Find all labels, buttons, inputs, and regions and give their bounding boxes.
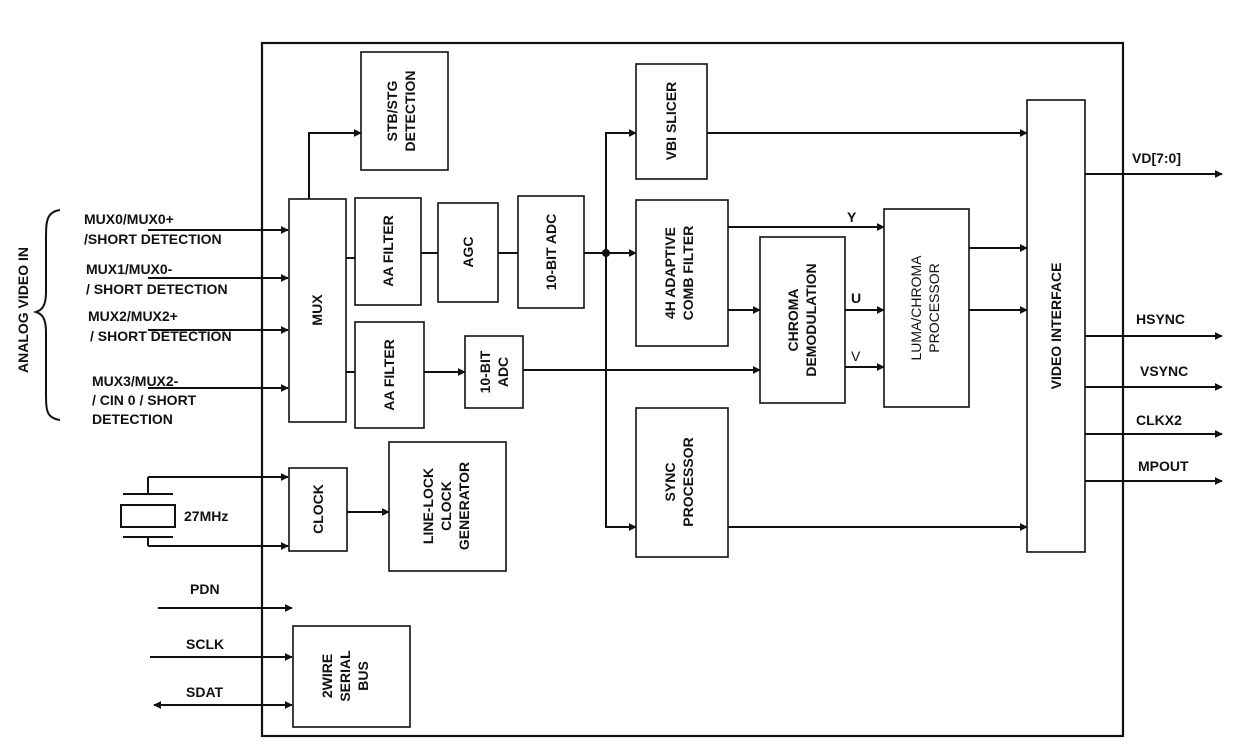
video-interface-block: VIDEO INTERFACE	[1026, 99, 1086, 553]
vd-output-label: VD[7:0]	[1132, 150, 1181, 166]
svg-text:STB/STG: STB/STG	[384, 81, 400, 142]
svg-text:AA FILTER: AA FILTER	[380, 215, 396, 287]
svg-text:DETECTION: DETECTION	[402, 71, 418, 152]
svg-text:10-BIT: 10-BIT	[477, 350, 493, 393]
svg-text:10-BIT ADC: 10-BIT ADC	[543, 214, 559, 291]
sync-processor-block: SYNC PROCESSOR	[635, 407, 729, 558]
adc-2-block: 10-BIT ADC	[464, 335, 524, 409]
svg-text:ADC: ADC	[495, 357, 511, 387]
mpout-output-label: MPOUT	[1138, 458, 1189, 474]
analog-video-in-label: ANALOG VIDEO IN	[15, 247, 31, 373]
sdat-label: SDAT	[186, 684, 224, 700]
mux3-input-label: MUX3/MUX2- / CIN 0 / SHORT DETECTION	[92, 373, 197, 427]
mux-to-stb-wire	[308, 129, 362, 199]
svg-text:/SHORT DETECTION: /SHORT DETECTION	[84, 231, 222, 247]
svg-text:/ SHORT DETECTION: / SHORT DETECTION	[90, 328, 232, 344]
mux0-input-label: MUX0/MUX0+ /SHORT DETECTION	[84, 211, 222, 247]
svg-text:AA FILTER: AA FILTER	[381, 339, 397, 411]
svg-text:CLOCK: CLOCK	[310, 484, 326, 534]
svg-text:VIDEO INTERFACE: VIDEO INTERFACE	[1048, 263, 1064, 390]
hsync-output-label: HSYNC	[1136, 311, 1185, 327]
svg-text:4H ADAPTIVE: 4H ADAPTIVE	[662, 227, 678, 319]
mux2-input-label: MUX2/MUX2+ / SHORT DETECTION	[88, 308, 232, 344]
svg-text:BUS: BUS	[355, 661, 371, 691]
vbi-slicer-block: VBI SLICER	[635, 63, 708, 180]
svg-text:CLOCK: CLOCK	[438, 481, 454, 531]
svg-text:COMB FILTER: COMB FILTER	[680, 226, 696, 321]
clock-block: CLOCK	[288, 467, 348, 552]
aa-filter-2-block: AA FILTER	[354, 321, 425, 429]
svg-text:SYNC: SYNC	[662, 463, 678, 502]
two-wire-serial-bus-block: 2WIRE SERIAL BUS	[292, 625, 411, 728]
crystal-frequency-label: 27MHz	[184, 508, 228, 524]
vsync-output-label: VSYNC	[1140, 363, 1188, 379]
svg-text:PROCESSOR: PROCESSOR	[926, 263, 942, 352]
svg-text:MUX3/MUX2-: MUX3/MUX2-	[92, 373, 179, 389]
svg-text:/ CIN 0 / SHORT: / CIN 0 / SHORT	[92, 392, 197, 408]
chroma-demodulation-block: CHROMA DEMODULATION	[759, 236, 846, 404]
svg-text:MUX0/MUX0+: MUX0/MUX0+	[84, 211, 174, 227]
svg-text:VBI SLICER: VBI SLICER	[663, 82, 679, 161]
mux-block: MUX	[288, 198, 347, 423]
svg-text:MUX1/MUX0-: MUX1/MUX0-	[86, 261, 173, 277]
v-signal-label: V	[851, 348, 861, 364]
svg-text:MUX: MUX	[309, 294, 325, 326]
y-signal-label: Y	[847, 209, 857, 225]
aa-filter-1-block: AA FILTER	[354, 197, 422, 306]
svg-text:MUX2/MUX2+: MUX2/MUX2+	[88, 308, 178, 324]
u-signal-label: U	[851, 290, 861, 306]
to-vbi-wire	[605, 129, 637, 253]
agc-block: AGC	[437, 202, 499, 303]
svg-text:GENERATOR: GENERATOR	[456, 462, 472, 550]
chip-outline	[260, 41, 1125, 738]
luma-chroma-processor-block: LUMA/CHROMA PROCESSOR	[883, 208, 970, 408]
stb-stg-detection-block: STB/STG DETECTION	[360, 51, 449, 171]
svg-text:CHROMA: CHROMA	[785, 289, 801, 352]
clkx2-output-label: CLKX2	[1136, 412, 1182, 428]
svg-text:PROCESSOR: PROCESSOR	[680, 437, 696, 526]
svg-text:2WIRE: 2WIRE	[319, 654, 335, 698]
svg-text:DETECTION: DETECTION	[92, 411, 173, 427]
svg-text:LINE-LOCK: LINE-LOCK	[420, 468, 436, 544]
crystal-icon	[120, 477, 176, 546]
svg-text:/ SHORT DETECTION: / SHORT DETECTION	[86, 281, 228, 297]
pdn-label: PDN	[190, 581, 220, 597]
svg-text:SERIAL: SERIAL	[337, 650, 353, 702]
mux1-input-label: MUX1/MUX0- / SHORT DETECTION	[86, 261, 228, 297]
svg-text:LUMA/CHROMA: LUMA/CHROMA	[908, 255, 924, 361]
sclk-label: SCLK	[186, 636, 224, 652]
to-sync-wire	[605, 253, 637, 531]
adc-1-block: 10-BIT ADC	[517, 195, 585, 309]
comb-filter-block: 4H ADAPTIVE COMB FILTER	[635, 199, 729, 347]
svg-text:DEMODULATION: DEMODULATION	[803, 263, 819, 376]
line-lock-clock-generator-block: LINE-LOCK CLOCK GENERATOR	[388, 441, 507, 572]
input-brace	[32, 209, 61, 421]
svg-text:AGC: AGC	[460, 236, 476, 267]
